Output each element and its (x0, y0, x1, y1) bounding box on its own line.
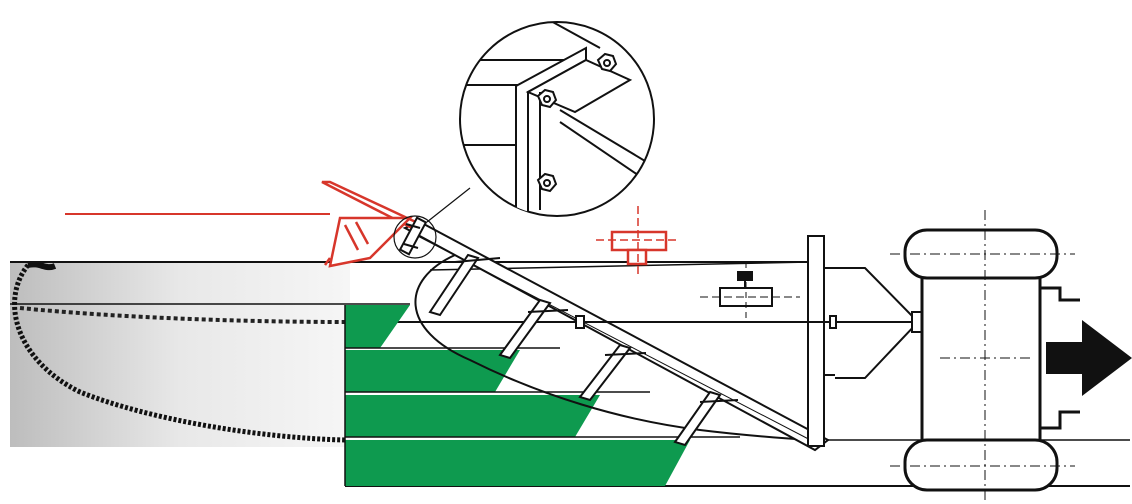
green-strips (345, 305, 690, 486)
red-mount (65, 180, 423, 268)
detail-circle (459, 21, 655, 217)
green-strip (345, 350, 520, 392)
vertical-frame (807, 235, 835, 447)
detail-view (459, 21, 655, 217)
flange-joint (393, 187, 471, 259)
wheel-bottom (903, 438, 1059, 492)
rake-tine (673, 390, 739, 447)
soil-region (10, 261, 350, 447)
red-bracket (596, 206, 680, 276)
plate-outlines (344, 305, 740, 486)
soil-texture (10, 262, 350, 447)
rake-tine (498, 298, 569, 360)
adjust-screw (700, 262, 800, 320)
hitch (575, 267, 923, 379)
green-strip (345, 440, 690, 486)
soil-inner-band (19, 306, 346, 324)
bolt-nut-icon (596, 52, 618, 73)
rake-tines (428, 253, 739, 447)
rake-tine (428, 253, 501, 317)
soil-top-edge (27, 261, 57, 271)
soil-arc (12, 263, 346, 443)
axle-centerlines (890, 210, 1075, 500)
rake-tine (578, 343, 647, 402)
green-strip (345, 305, 410, 348)
bolt-nut-icon (536, 172, 558, 193)
arrow-right-icon (1046, 320, 1132, 396)
bolt-nut-icon (536, 88, 558, 109)
green-strip (345, 395, 600, 437)
rotor-curve (414, 254, 811, 441)
